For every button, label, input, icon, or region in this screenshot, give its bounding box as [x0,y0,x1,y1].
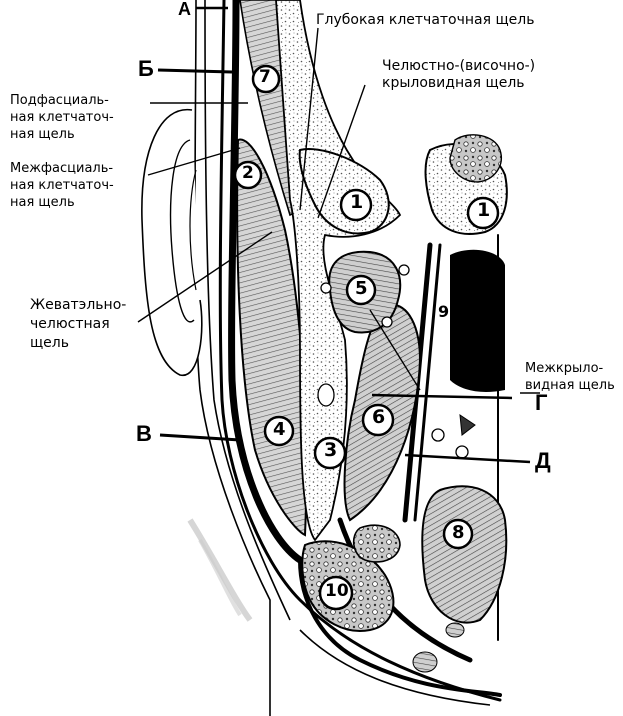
number-9: 9 [438,302,450,321]
label-interpterygoid-line2: видная щель [525,378,615,393]
marker-7 [361,403,395,437]
muscle-8 [421,485,508,624]
marker-10 [318,575,354,611]
label-deep-space: Глубокая клетчаточная щель [316,12,535,28]
leader-lines [137,6,540,464]
marker-6 [345,274,377,306]
pharynx [450,249,505,392]
number-6: 5 [355,278,368,299]
ear [141,108,203,376]
number-8: 8 [452,522,465,543]
number-2: 2 [242,163,254,183]
letter-d: Д [535,448,551,473]
skin-contour [194,0,491,716]
label-interfascial-line2: ная клетчаточ- [10,178,114,193]
number-markers [233,64,500,611]
label-subfascial-line3: ная щель [10,127,75,142]
number-7: 6 [372,406,386,428]
number-3: 3 [324,439,338,461]
marker-3 [313,436,347,470]
label-maxillo-pterygoid-line2: крыловидная щель [382,75,525,91]
marker-8 [442,518,474,550]
shadow [187,518,253,622]
label-masseteric-line1: Жеватэльно- [30,297,127,313]
label-interfascial-line1: Межфасциаль- [10,161,114,176]
label-subfascial-line2: ная клетчаточ- [10,110,114,125]
label-subfascial: Подфасциаль- ная клетчаточ- ная щель [10,92,114,143]
number-1-right: 1 [477,199,491,221]
gland [352,524,401,563]
label-interfascial-line3: ная щель [10,195,75,210]
small-vessels [317,264,469,459]
letter-v: В [136,421,152,446]
marker-2 [233,160,263,190]
marker-1a [339,188,373,222]
number-4: 7 [259,67,271,87]
label-interpterygoid: Межкрыло- видная щель [525,360,615,394]
label-masseteric-line2: челюстная [30,316,110,332]
label-masseteric: Жеватэльно- челюстная щель [30,296,126,353]
label-masseteric-line3: щель [30,335,69,351]
marker-5 [263,415,295,447]
label-interpterygoid-line1: Межкрыло- [525,361,604,376]
number-10: 10 [325,581,349,601]
letter-a: А [178,0,191,19]
vessels-cluster [449,134,502,183]
label-subfascial-line1: Подфасциаль- [10,93,109,108]
label-maxillo-pterygoid-line1: Челюстно-(височно-) [382,58,536,74]
label-maxillo-pterygoid: Челюстно-(височно-) крыловидная щель [382,58,535,92]
marker-1b [466,196,500,230]
dark-spots [412,413,476,673]
letter-g: Г [535,390,548,415]
marker-4 [251,64,281,94]
letter-b: Б [138,56,154,81]
number-5: 4 [273,419,286,440]
number-1-left: 1 [350,191,364,213]
label-interfascial: Межфасциаль- ная клетчаточ- ная щель [10,160,114,211]
